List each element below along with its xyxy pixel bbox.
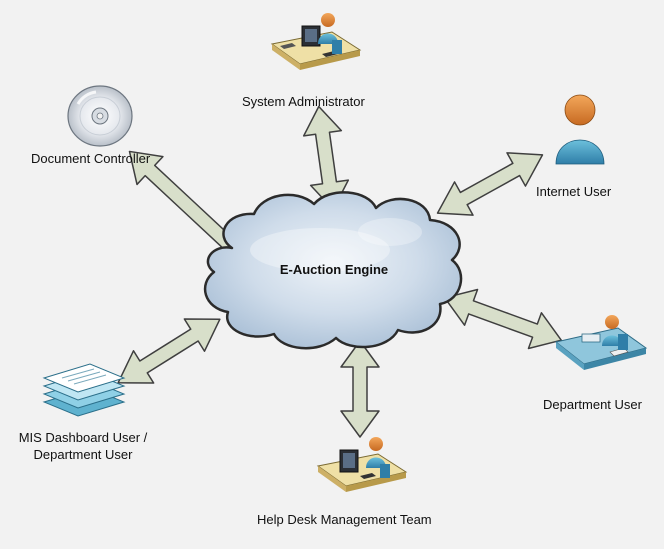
label-internet-user: Internet User — [536, 184, 612, 199]
label-department-user: Department User — [543, 397, 642, 412]
arrow-mis-dashboard — [117, 318, 221, 384]
label-system-administrator: System Administrator — [242, 94, 365, 109]
label-mis-line2: Department User — [33, 447, 133, 462]
e-auction-engine-cloud — [203, 191, 463, 350]
engine-label: E-Auction Engine — [279, 262, 389, 277]
label-mis-line1: MIS Dashboard User / — [18, 430, 148, 445]
arrow-internet-user — [436, 152, 544, 216]
label-help-desk: Help Desk Management Team — [257, 512, 432, 527]
arrow-help-desk — [340, 340, 380, 438]
documents-stack-icon — [42, 363, 126, 417]
workstation-icon — [316, 437, 408, 492]
arrows-group — [117, 105, 563, 438]
workstation-icon — [270, 13, 362, 70]
workstation-icon — [554, 315, 648, 370]
label-mis-dashboard-user: MIS Dashboard User / Department User — [6, 429, 160, 463]
label-document-controller: Document Controller — [31, 151, 151, 166]
arrow-department-user — [443, 288, 563, 350]
arrow-system-administrator — [302, 105, 350, 211]
user-icon — [555, 94, 605, 165]
cd-disc-icon — [67, 85, 133, 147]
